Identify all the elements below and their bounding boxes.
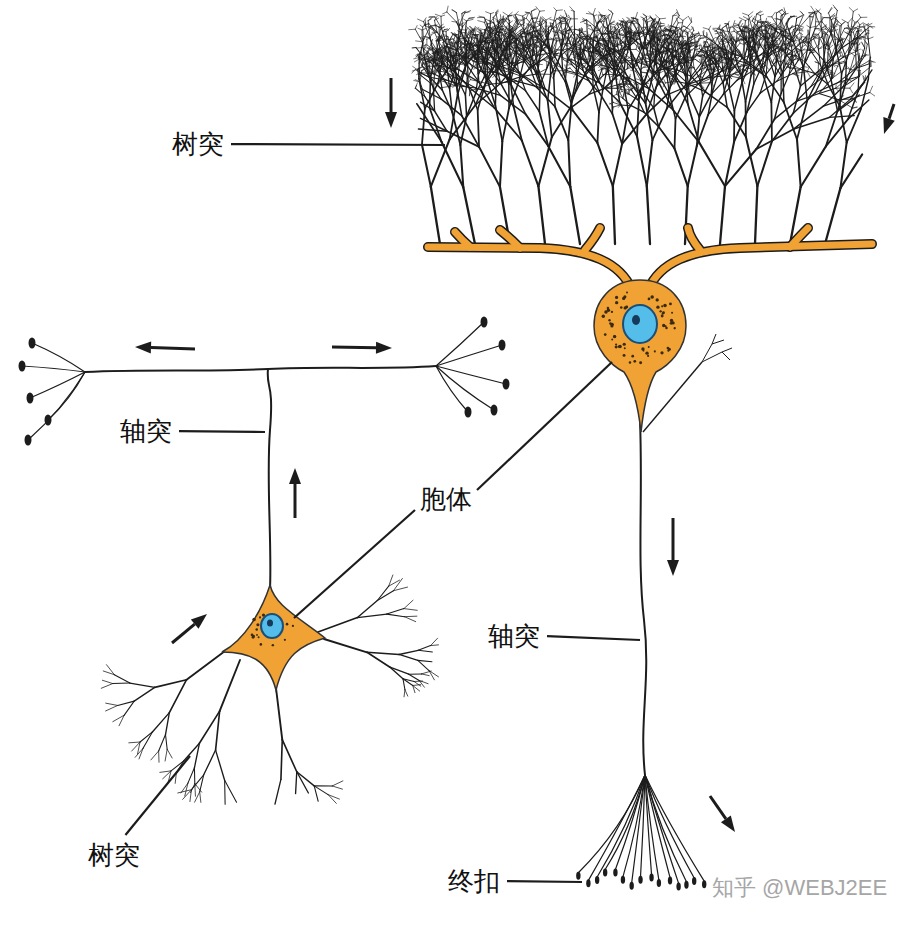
stage: 树突轴突胞体轴突树突终扣知乎 @WEBJ2EE bbox=[0, 0, 921, 930]
